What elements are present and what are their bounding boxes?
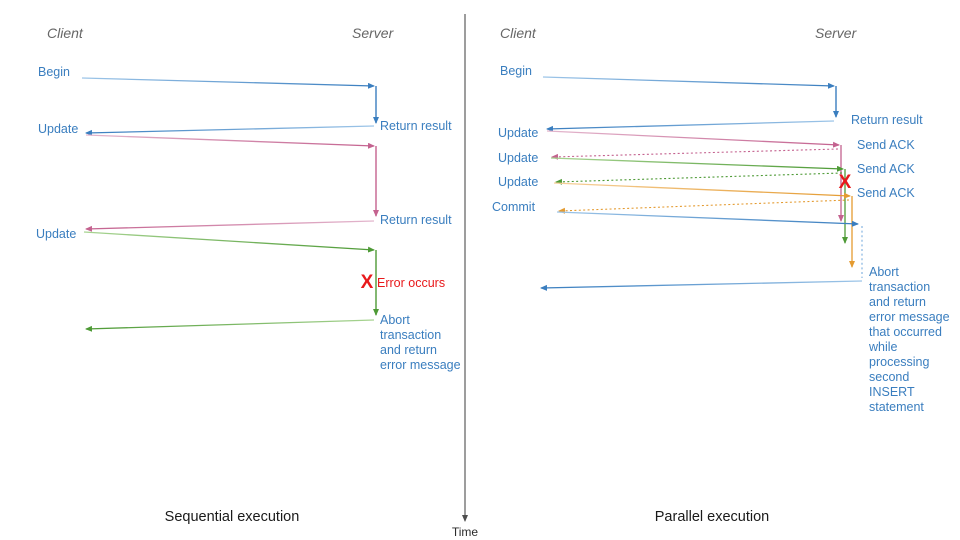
caption-parallel: Parallel execution (655, 509, 769, 525)
arrow-seq-begin (81, 77, 375, 89)
time-axis-label: Time (452, 525, 479, 539)
message-par-return: Return result (546, 113, 923, 132)
abort-text-parallel-line-3: error message (869, 310, 950, 324)
message-label-par-begin: Begin (500, 64, 532, 78)
abort-text-parallel-line-7: second (869, 370, 909, 384)
abort-text-parallel-line-0: Abort (869, 265, 899, 279)
actor-label-client-sequential: Client (47, 25, 84, 41)
message-par-ack-3: Send ACK (558, 186, 915, 214)
arrow-par-return (546, 120, 835, 132)
message-label-par-commit: Commit (492, 200, 536, 214)
message-par-update-2: Update (498, 151, 844, 172)
message-label-seq-update-1: Update (38, 122, 78, 136)
message-label-par-update-3: Update (498, 175, 538, 189)
abort-text-parallel-line-8: INSERT (869, 385, 915, 399)
abort-text-parallel-line-9: statement (869, 400, 924, 414)
error-x-icon: X (361, 272, 374, 293)
message-par-commit: Commit (492, 200, 859, 227)
caption-sequential: Sequential execution (165, 509, 300, 525)
arrow-seq-update-1 (85, 134, 375, 149)
arrow-par-update-2 (550, 157, 844, 172)
arrow-par-ack-2 (555, 172, 843, 185)
arrow-par-ack-3 (558, 199, 850, 214)
arrow-seq-abort (85, 319, 375, 332)
message-seq-update-2: Update (36, 227, 375, 253)
panel-sequential: Client Server Begin Return result Update (36, 25, 461, 525)
message-par-begin: Begin (500, 64, 835, 89)
time-axis: Time (452, 14, 479, 539)
error-label-sequential: Error occurs (377, 276, 445, 290)
arrow-seq-update-2 (83, 231, 375, 253)
arrow-seq-return-2 (85, 220, 375, 232)
message-seq-return-2: Return result (85, 213, 452, 232)
abort-text-sequential-line-1: transaction (380, 328, 441, 342)
actor-label-client-parallel: Client (500, 25, 537, 41)
abort-text-sequential-line-3: error message (380, 358, 461, 372)
arrow-par-update-3 (553, 182, 851, 199)
error-marker-sequential: X Error occurs (361, 272, 445, 293)
message-seq-abort: Abort transaction and return error messa… (85, 313, 461, 372)
arrow-par-update-1 (546, 130, 840, 148)
message-par-ack-1: Send ACK (551, 138, 915, 160)
arrow-par-abort (540, 280, 863, 291)
panel-parallel: Client Server Begin Return result Update (492, 25, 950, 525)
arrow-par-begin (542, 76, 835, 89)
actor-label-server-parallel: Server (815, 25, 858, 41)
arrow-par-commit (556, 211, 859, 227)
abort-text-parallel-line-2: and return (869, 295, 926, 309)
message-label-par-update-2: Update (498, 151, 538, 165)
error-marker-parallel: X (839, 172, 852, 193)
message-par-abort: Abort transaction and return error messa… (540, 265, 950, 414)
abort-text-parallel-line-6: processing (869, 355, 929, 369)
actor-label-server-sequential: Server (352, 25, 395, 41)
abort-text-parallel-line-1: transaction (869, 280, 930, 294)
message-label-par-ack-3: Send ACK (857, 186, 915, 200)
message-label-par-ack-1: Send ACK (857, 138, 915, 152)
message-par-update-3: Update (498, 175, 851, 199)
message-label-seq-update-2: Update (36, 227, 76, 241)
message-label-seq-return-1: Return result (380, 119, 452, 133)
message-label-seq-begin: Begin (38, 65, 70, 79)
abort-text-parallel-line-5: while (868, 340, 898, 354)
message-par-update-1: Update (498, 126, 840, 148)
abort-text-sequential-line-0: Abort (380, 313, 410, 327)
error-x-icon-parallel: X (839, 172, 852, 193)
abort-text-parallel-line-4: that occurred (869, 325, 942, 339)
abort-text-sequential-line-2: and return (380, 343, 437, 357)
message-seq-begin: Begin (38, 65, 375, 89)
message-label-seq-return-2: Return result (380, 213, 452, 227)
message-label-par-ack-2: Send ACK (857, 162, 915, 176)
message-seq-update-1: Update (38, 122, 375, 149)
message-label-par-update-1: Update (498, 126, 538, 140)
message-seq-return-1: Return result (85, 119, 452, 136)
message-label-par-return: Return result (851, 113, 923, 127)
message-par-ack-2: Send ACK (555, 162, 915, 185)
arrow-par-ack-1 (551, 148, 839, 160)
arrow-seq-return-1 (85, 125, 375, 136)
